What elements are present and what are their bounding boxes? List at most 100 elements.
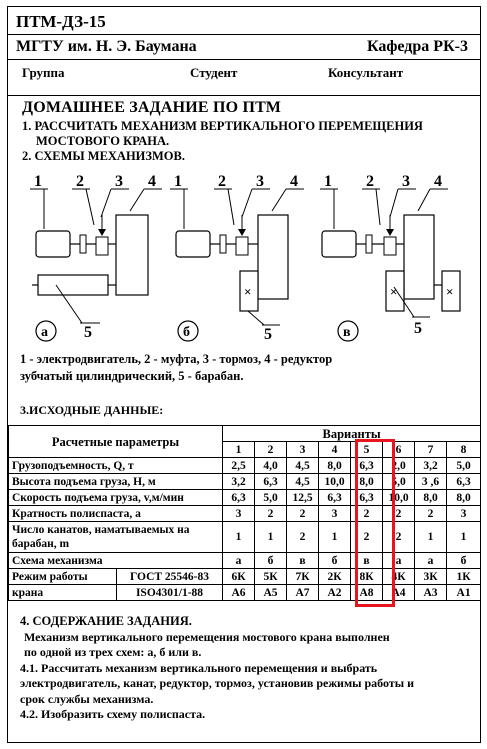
cell: А2 — [318, 584, 351, 601]
cell: а — [222, 552, 255, 569]
scheme-v: 1 2 3 4 × × — [320, 173, 461, 342]
divider — [8, 34, 480, 35]
cell: 4,0 — [254, 457, 287, 474]
content-title: 4. СОДЕРЖАНИЕ ЗАДАНИЯ. — [20, 614, 192, 628]
content-line: срок службы механизма. — [20, 691, 154, 706]
callout-2: 2 — [76, 173, 84, 190]
cell: А7 — [286, 584, 319, 601]
callout-4: 4 — [434, 173, 442, 190]
callout-4: 4 — [148, 173, 156, 190]
callout-1: 1 — [174, 173, 182, 190]
callout-5: 5 — [414, 320, 422, 337]
content-line: 4.1. Рассчитать механизм вертикального п… — [20, 660, 378, 675]
mechanism-schemes: 1 2 3 4 5 — [30, 173, 461, 343]
callout-2: 2 — [366, 173, 374, 190]
cell: 1 — [445, 521, 482, 553]
cell: 2 — [286, 505, 319, 522]
cell: 1 — [414, 521, 447, 553]
row-label: Грузоподъемность, Q, т — [8, 457, 223, 474]
table-row: Высота подъема груза, H, м 3,2 6,3 4,5 1… — [8, 473, 482, 490]
callout-3: 3 — [402, 173, 410, 190]
mode-label: Режим работы — [8, 568, 117, 585]
student-label: Студент — [190, 65, 238, 80]
cell: 7К — [286, 568, 319, 585]
document-code: ПТМ-ДЗ-15 — [16, 12, 106, 31]
parameters-table: Расчетные параметры Варианты 1 2 3 4 5 6… — [8, 425, 482, 601]
cell: 5,0 — [445, 457, 482, 474]
cell: а — [414, 552, 447, 569]
cell: 5К — [254, 568, 287, 585]
variant-number: 8 — [445, 441, 482, 458]
cell: в — [286, 552, 319, 569]
university-name: МГТУ им. Н. Э. Баумана — [16, 38, 197, 55]
department-name: Кафедра РК-3 — [366, 38, 468, 55]
table-row: крана ISO4301/1-88 А6 А5 А7 А2 А8 А4 А3 … — [8, 584, 482, 601]
cell: 1 — [254, 521, 287, 553]
content-line: электродвигатель, канат, редуктор, тормо… — [20, 676, 415, 690]
task-item-1-cont: МОСТОВОГО КРАНА. — [36, 134, 170, 148]
cell: 2,5 — [222, 457, 255, 474]
drum-cross-icon: × — [390, 284, 397, 299]
scheme-a: 1 2 3 4 5 — [30, 173, 162, 342]
cell: 6,3 — [445, 473, 482, 490]
cell: 3,2 — [414, 457, 447, 474]
cell: А3 — [414, 584, 447, 601]
variant-number: 7 — [414, 441, 447, 458]
cell: 2 — [286, 521, 319, 553]
cell: 8,0 — [318, 457, 351, 474]
legend-line: зубчатый цилиндрический, 5 - барабан. — [20, 369, 244, 383]
cell: 1 — [318, 521, 351, 553]
cell: 8,0 — [414, 489, 447, 506]
drum-cross-icon: × — [244, 284, 251, 299]
table-row: Кратность полиспаста, a 3 2 2 3 2 2 2 3 — [8, 505, 482, 522]
cell: 8,0 — [445, 489, 482, 506]
cell: 6,3 — [318, 489, 351, 506]
cell: 6К — [222, 568, 255, 585]
cell: 4,5 — [286, 457, 319, 474]
variant-number: 1 — [222, 441, 255, 458]
scheme-label-a: а — [41, 325, 48, 340]
consultant-label: Консультант — [328, 65, 404, 80]
cell: 2 — [414, 505, 447, 522]
cell: 2К — [318, 568, 351, 585]
task-item-1: 1. РАССЧИТАТЬ МЕХАНИЗМ ВЕРТИКАЛЬНОГО ПЕР… — [22, 119, 423, 133]
table-row: Скорость подъема груза, v,м/мин 6,3 5,0 … — [8, 489, 482, 506]
table-row: Схема механизма а б в б в а а б — [8, 552, 482, 569]
callout-4: 4 — [290, 173, 298, 190]
source-data-title: 3.ИСХОДНЫЕ ДАННЫЕ: — [20, 403, 164, 417]
cell: А5 — [254, 584, 287, 601]
variant-5-highlight — [355, 439, 395, 607]
table-row: Грузоподъемность, Q, т 2,5 4,0 4,5 8,0 6… — [8, 457, 482, 474]
cell: 3 — [222, 505, 255, 522]
callout-5: 5 — [84, 324, 92, 341]
cell: б — [318, 552, 351, 569]
cell: 6,3 — [254, 473, 287, 490]
divider — [8, 95, 480, 96]
mode-label: крана — [8, 584, 117, 601]
assignment-sheet: ПТМ-ДЗ-15 МГТУ им. Н. Э. Баумана Кафедра… — [7, 6, 482, 743]
row-label: Кратность полиспаста, a — [8, 505, 223, 522]
group-label: Группа — [22, 65, 65, 80]
scheme-label-b: б — [183, 325, 190, 340]
legend: 1 - электродвигатель, 2 - муфта, 3 - тор… — [20, 351, 470, 385]
cell: А1 — [445, 584, 482, 601]
cell: 3К — [414, 568, 447, 585]
variant-number: 3 — [286, 441, 319, 458]
callout-5: 5 — [264, 326, 272, 343]
cell: 3,2 — [222, 473, 255, 490]
content-line: по одной из трех схем: а, б или в. — [24, 645, 202, 659]
cell: А6 — [222, 584, 255, 601]
callout-3: 3 — [115, 173, 123, 190]
variants-header: Варианты — [221, 425, 482, 442]
scheme-b: 1 2 3 4 × 5 б — [170, 173, 304, 343]
cell: б — [254, 552, 287, 569]
row-label: Высота подъема груза, H, м — [8, 473, 223, 490]
cell: 2 — [382, 521, 415, 553]
variant-number: 4 — [318, 441, 351, 458]
cell: 2 — [254, 505, 287, 522]
row-label: Схема механизма — [8, 552, 223, 569]
cell: 1 — [222, 521, 255, 553]
cell: 1К — [445, 568, 482, 585]
gost-label: ГОСТ 25546-83 — [116, 568, 223, 585]
page-title: ДОМАШНЕЕ ЗАДАНИЕ ПО ПТМ — [22, 99, 282, 116]
